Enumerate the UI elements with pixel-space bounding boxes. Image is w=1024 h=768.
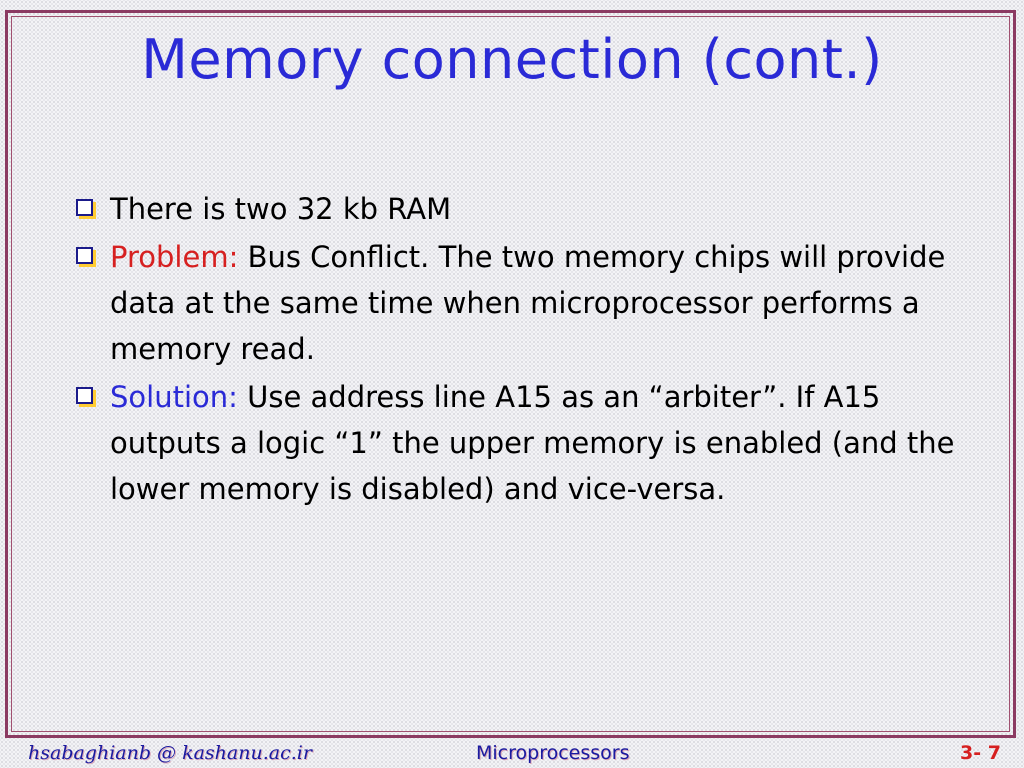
hollow-square-bullet-icon	[76, 247, 93, 264]
footer-course: Microprocessors	[476, 742, 630, 764]
slide-title: Memory connection (cont.)	[141, 28, 883, 91]
footer-page-number: 3- 7	[960, 742, 1001, 764]
bullet-item-2: Problem: Bus Conflict. The two memory ch…	[76, 234, 976, 372]
bullet-item-3: Solution: Use address line A15 as an “ar…	[76, 374, 976, 512]
footer-email: hsabaghianb @ kashanu.ac.ir	[28, 742, 312, 764]
bullet-text: There is two 32 kb RAM	[110, 192, 452, 226]
bullet-list: There is two 32 kb RAM Problem: Bus Conf…	[76, 186, 976, 514]
slide-frame-inner	[11, 16, 1010, 732]
hollow-square-bullet-icon	[76, 199, 93, 216]
problem-label: Problem:	[110, 240, 248, 274]
bullet-text: Bus Conflict. The two memory chips will …	[110, 240, 946, 366]
hollow-square-bullet-icon	[76, 387, 93, 404]
slide-frame-outer	[5, 10, 1016, 738]
solution-label: Solution:	[110, 380, 248, 414]
bullet-text: Use address line A15 as an “arbiter”. If…	[110, 380, 955, 506]
bullet-item-1: There is two 32 kb RAM	[76, 186, 976, 232]
